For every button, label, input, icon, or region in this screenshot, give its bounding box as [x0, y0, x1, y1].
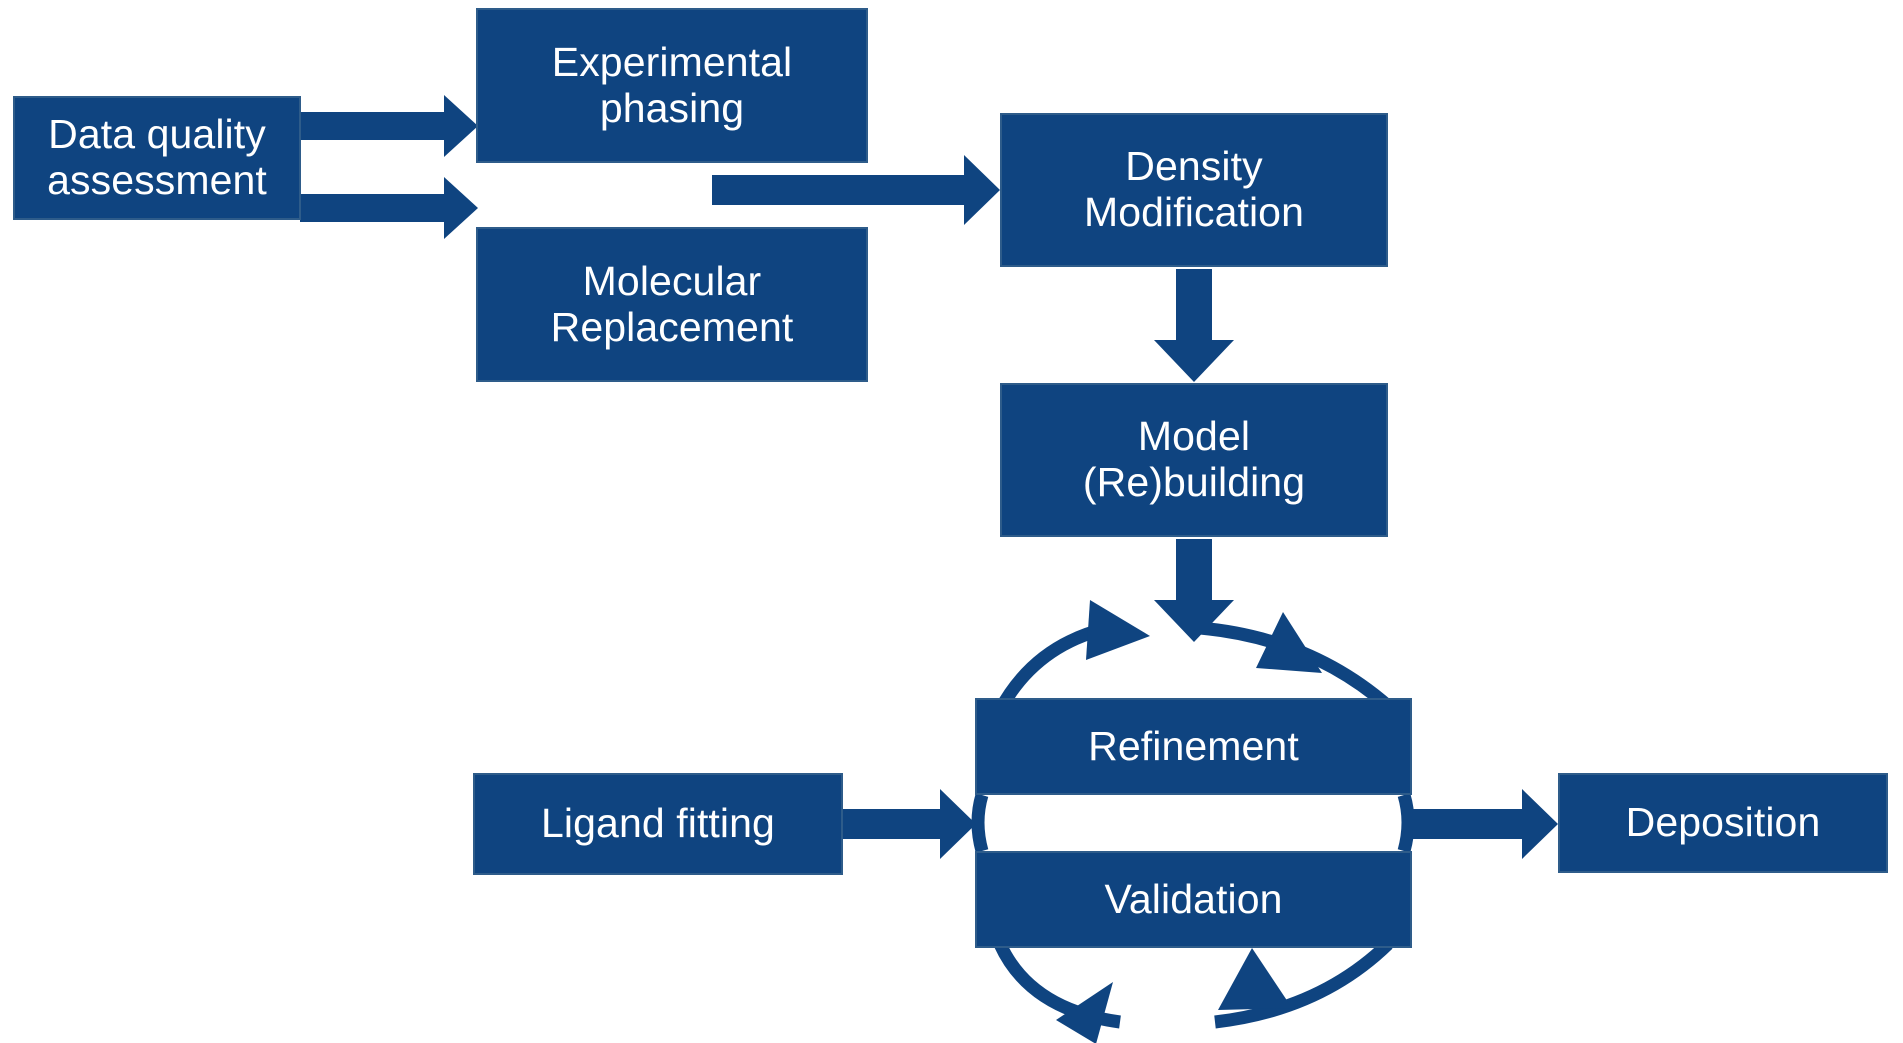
cycle-arrowhead-bottom-right — [1218, 948, 1292, 1010]
cycle-arrowhead-top-left — [1086, 600, 1150, 660]
cycle-arc-bottom-right — [1214, 939, 1393, 1029]
arrow-cycle-to-deposition — [1412, 789, 1558, 859]
arrow-density-to-model-rebuilding — [1154, 269, 1234, 382]
node-deposition[interactable]: Deposition — [1558, 773, 1888, 873]
cycle-arrowhead-bottom-left — [1056, 982, 1113, 1043]
cycle-arc-bottom-left — [994, 941, 1121, 1029]
cycle-arc-right — [1397, 793, 1415, 853]
node-data-quality-assessment[interactable]: Data quality assessment — [13, 96, 301, 220]
arrow-phasing-to-density-modification — [712, 155, 1000, 225]
node-validation[interactable]: Validation — [975, 851, 1412, 948]
node-experimental-phasing[interactable]: Experimental phasing — [476, 8, 868, 163]
node-model-rebuilding[interactable]: Model (Re)building — [1000, 383, 1388, 537]
arrow-dq-to-experimental-phasing — [300, 95, 478, 157]
cycle-arc-left — [971, 793, 989, 853]
arrow-model-to-cycle — [1154, 539, 1234, 642]
cycle-arc-top-right — [1199, 621, 1393, 711]
node-refinement[interactable]: Refinement — [975, 698, 1412, 795]
node-density-modification[interactable]: Density Modification — [1000, 113, 1388, 267]
node-molecular-replacement[interactable]: Molecular Replacement — [476, 227, 868, 382]
node-ligand-fitting[interactable]: Ligand fitting — [473, 773, 843, 875]
cycle-arrowhead-top-right — [1256, 612, 1322, 673]
arrow-ligand-to-cycle — [843, 789, 976, 859]
arrow-dq-to-molecular-replacement — [300, 177, 478, 239]
